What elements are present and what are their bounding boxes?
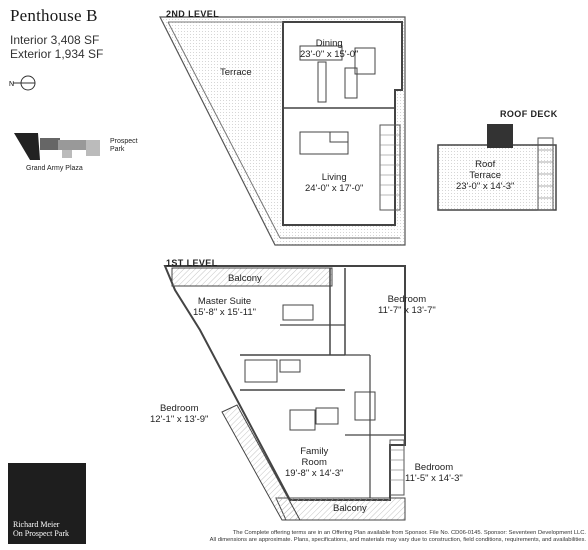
room-balcony-top: Balcony bbox=[228, 273, 262, 284]
level-label-second: 2ND LEVEL bbox=[166, 9, 220, 19]
key-plan-street: Grand Army Plaza bbox=[26, 165, 83, 172]
key-plan-side: Prospect Park bbox=[110, 138, 138, 153]
room-family: Family Room 19'-8" x 14'-3" bbox=[285, 446, 344, 479]
interior-area: Interior 3,408 SF bbox=[10, 33, 100, 47]
room-dining: Dining 23'-0" x 15'-0" bbox=[300, 38, 359, 60]
room-master-suite: Master Suite 15'-8" x 15'-11" bbox=[193, 296, 257, 318]
north-arrow-icon: N bbox=[9, 75, 36, 91]
level-label-first: 1ST LEVEL bbox=[166, 258, 218, 268]
first-level-plan bbox=[163, 265, 406, 521]
room-bedroom-se: Bedroom 11'-5" x 14'-3" bbox=[405, 462, 463, 484]
svg-text:N: N bbox=[9, 81, 14, 88]
room-bedroom-w: Bedroom 12'-1" x 13'-9" bbox=[150, 403, 209, 425]
room-terrace: Terrace bbox=[220, 67, 252, 78]
roof-deck-plan bbox=[437, 124, 557, 211]
room-living: Living 24'-0" x 17'-0" bbox=[305, 172, 364, 194]
unit-title: Penthouse B bbox=[10, 6, 98, 25]
exterior-area: Exterior 1,934 SF bbox=[10, 47, 104, 61]
key-plan-icon bbox=[14, 133, 100, 160]
level-label-roof: ROOF DECK bbox=[500, 109, 558, 119]
room-roof-terrace: Roof Terrace 23'-0" x 14'-3" bbox=[456, 159, 515, 192]
brand-line-1: Richard Meier bbox=[13, 520, 60, 529]
room-bedroom-ne: Bedroom 11'-7" x 13'-7" bbox=[378, 294, 436, 316]
brand-line-2: On Prospect Park bbox=[13, 529, 69, 538]
second-level-plan bbox=[159, 16, 406, 246]
legal-footer: The Complete offering terms are in an Of… bbox=[209, 530, 586, 543]
brand-logo: Richard Meier On Prospect Park bbox=[8, 463, 86, 544]
room-balcony-bottom: Balcony bbox=[333, 503, 367, 514]
